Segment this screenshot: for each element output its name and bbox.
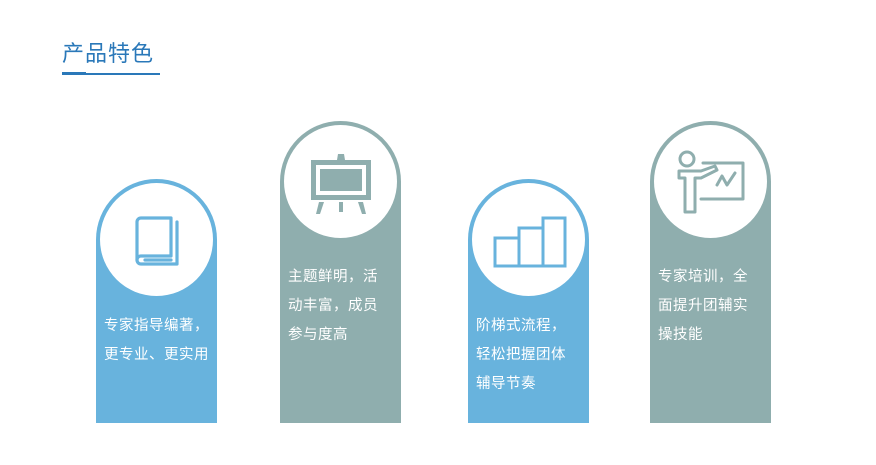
feature-text-line: 更专业、更实用 <box>104 347 209 363</box>
feature-card-4: 专家培训，全 面提升团辅实 操技能 <box>650 121 771 423</box>
feature-icon-circle <box>100 183 213 296</box>
bar-steps-icon <box>493 216 566 267</box>
feature-text-line: 主题鲜明，活 <box>288 269 378 285</box>
feature-text-line: 操技能 <box>658 327 703 343</box>
book-icon <box>134 215 179 266</box>
feature-icon-circle <box>654 125 767 238</box>
feature-text-line: 阶梯式流程， <box>476 318 566 334</box>
feature-card-1: 专家指导编著， 更专业、更实用 <box>96 179 217 423</box>
feature-text-line: 轻松把握团体 <box>476 347 566 363</box>
feature-text-line: 参与度高 <box>288 327 348 343</box>
feature-icon-circle <box>472 183 585 296</box>
presenter-chart-icon <box>677 150 744 213</box>
page-title: 产品特色 <box>62 42 155 67</box>
feature-text-line: 专家培训，全 <box>658 269 748 285</box>
feature-text-line: 辅导节奏 <box>476 376 536 392</box>
easel-board-icon <box>310 153 371 214</box>
feature-text-line: 动丰富，成员 <box>288 298 378 314</box>
feature-icon-circle <box>284 125 397 238</box>
feature-text-line: 专家指导编著， <box>104 318 209 334</box>
feature-card-2: 主题鲜明，活 动丰富，成员 参与度高 <box>280 121 401 423</box>
feature-card-3: 阶梯式流程， 轻松把握团体 辅导节奏 <box>468 179 589 423</box>
feature-text-line: 面提升团辅实 <box>658 298 748 314</box>
title-underline <box>62 72 160 75</box>
